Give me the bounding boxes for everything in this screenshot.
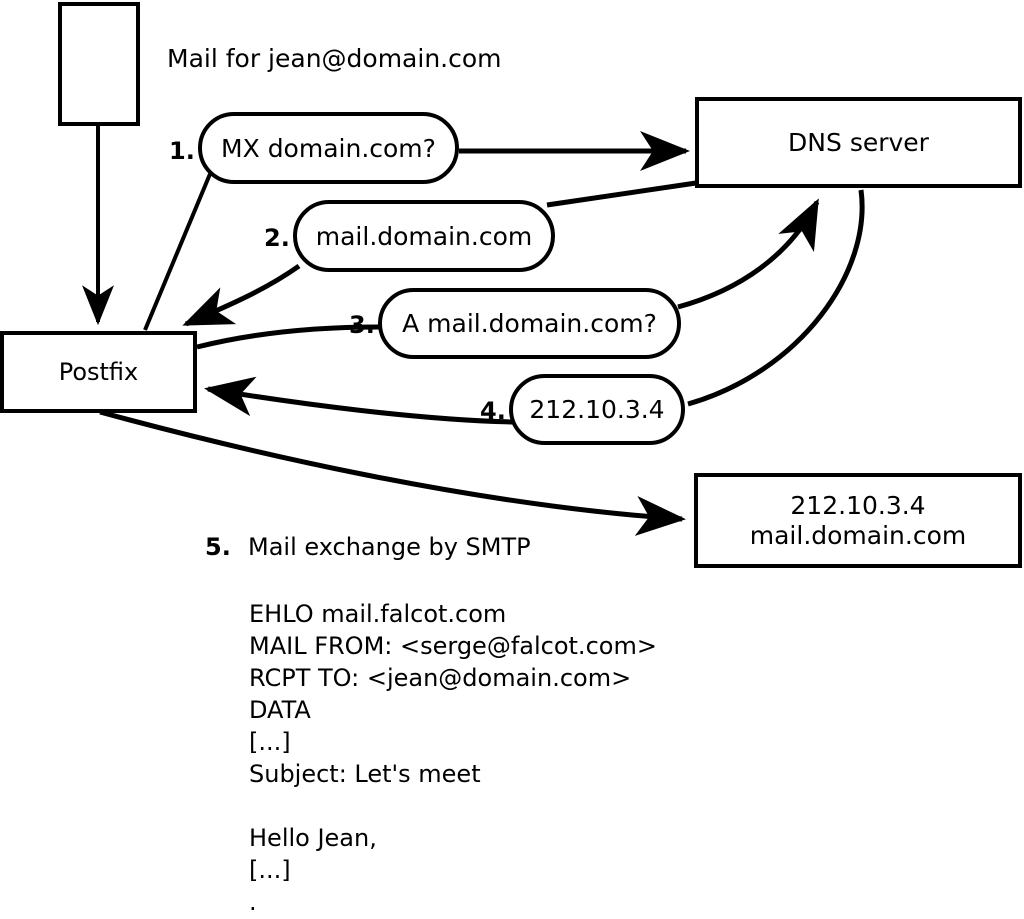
- arrow-step2-to-postfix: [182, 263, 301, 327]
- dns-server-node[interactable]: DNS server: [695, 97, 1022, 188]
- step-number-3: 3.: [349, 311, 375, 339]
- step-1-label: MX domain.com?: [221, 133, 436, 163]
- step-bubble-mx-answer[interactable]: mail.domain.com: [293, 200, 555, 272]
- line-dns-to-step4: [687, 189, 865, 407]
- step-4-label: 212.10.3.4: [529, 395, 665, 424]
- line-postfix-to-step3: [196, 324, 380, 350]
- line-dns-to-step2: [546, 180, 697, 208]
- step-number-1: 1.: [169, 137, 195, 165]
- smtp-transcript: EHLO mail.falcot.com MAIL FROM: <serge@f…: [249, 600, 657, 916]
- step-5-label: Mail exchange by SMTP: [248, 533, 531, 561]
- step-number-5: 5.: [205, 533, 231, 561]
- step-bubble-a-query[interactable]: A mail.domain.com?: [378, 288, 681, 359]
- mail-server-ip: 212.10.3.4: [790, 491, 926, 520]
- step-number-2: 2.: [264, 224, 290, 252]
- postfix-label: Postfix: [58, 357, 139, 386]
- mail-server-node[interactable]: 212.10.3.4 mail.domain.com: [694, 473, 1022, 568]
- step-number-4: 4.: [480, 397, 506, 425]
- dns-server-label: DNS server: [788, 127, 929, 157]
- mail-source-box[interactable]: [58, 2, 140, 126]
- arrow-step3-to-dns: [677, 198, 820, 310]
- step-bubble-a-answer[interactable]: 212.10.3.4: [509, 374, 685, 445]
- mail-server-hostname: mail.domain.com: [749, 520, 967, 550]
- arrow-step4-to-postfix: [204, 376, 514, 425]
- postfix-node[interactable]: Postfix: [0, 331, 197, 413]
- page-title: Mail for jean@domain.com: [167, 44, 502, 73]
- line-postfix-to-step1: [143, 173, 212, 331]
- step-3-label: A mail.domain.com?: [402, 309, 657, 338]
- step-bubble-mx-query[interactable]: MX domain.com?: [198, 112, 459, 184]
- step-2-label: mail.domain.com: [315, 221, 533, 251]
- arrow-postfix-to-mailserver: [99, 409, 686, 536]
